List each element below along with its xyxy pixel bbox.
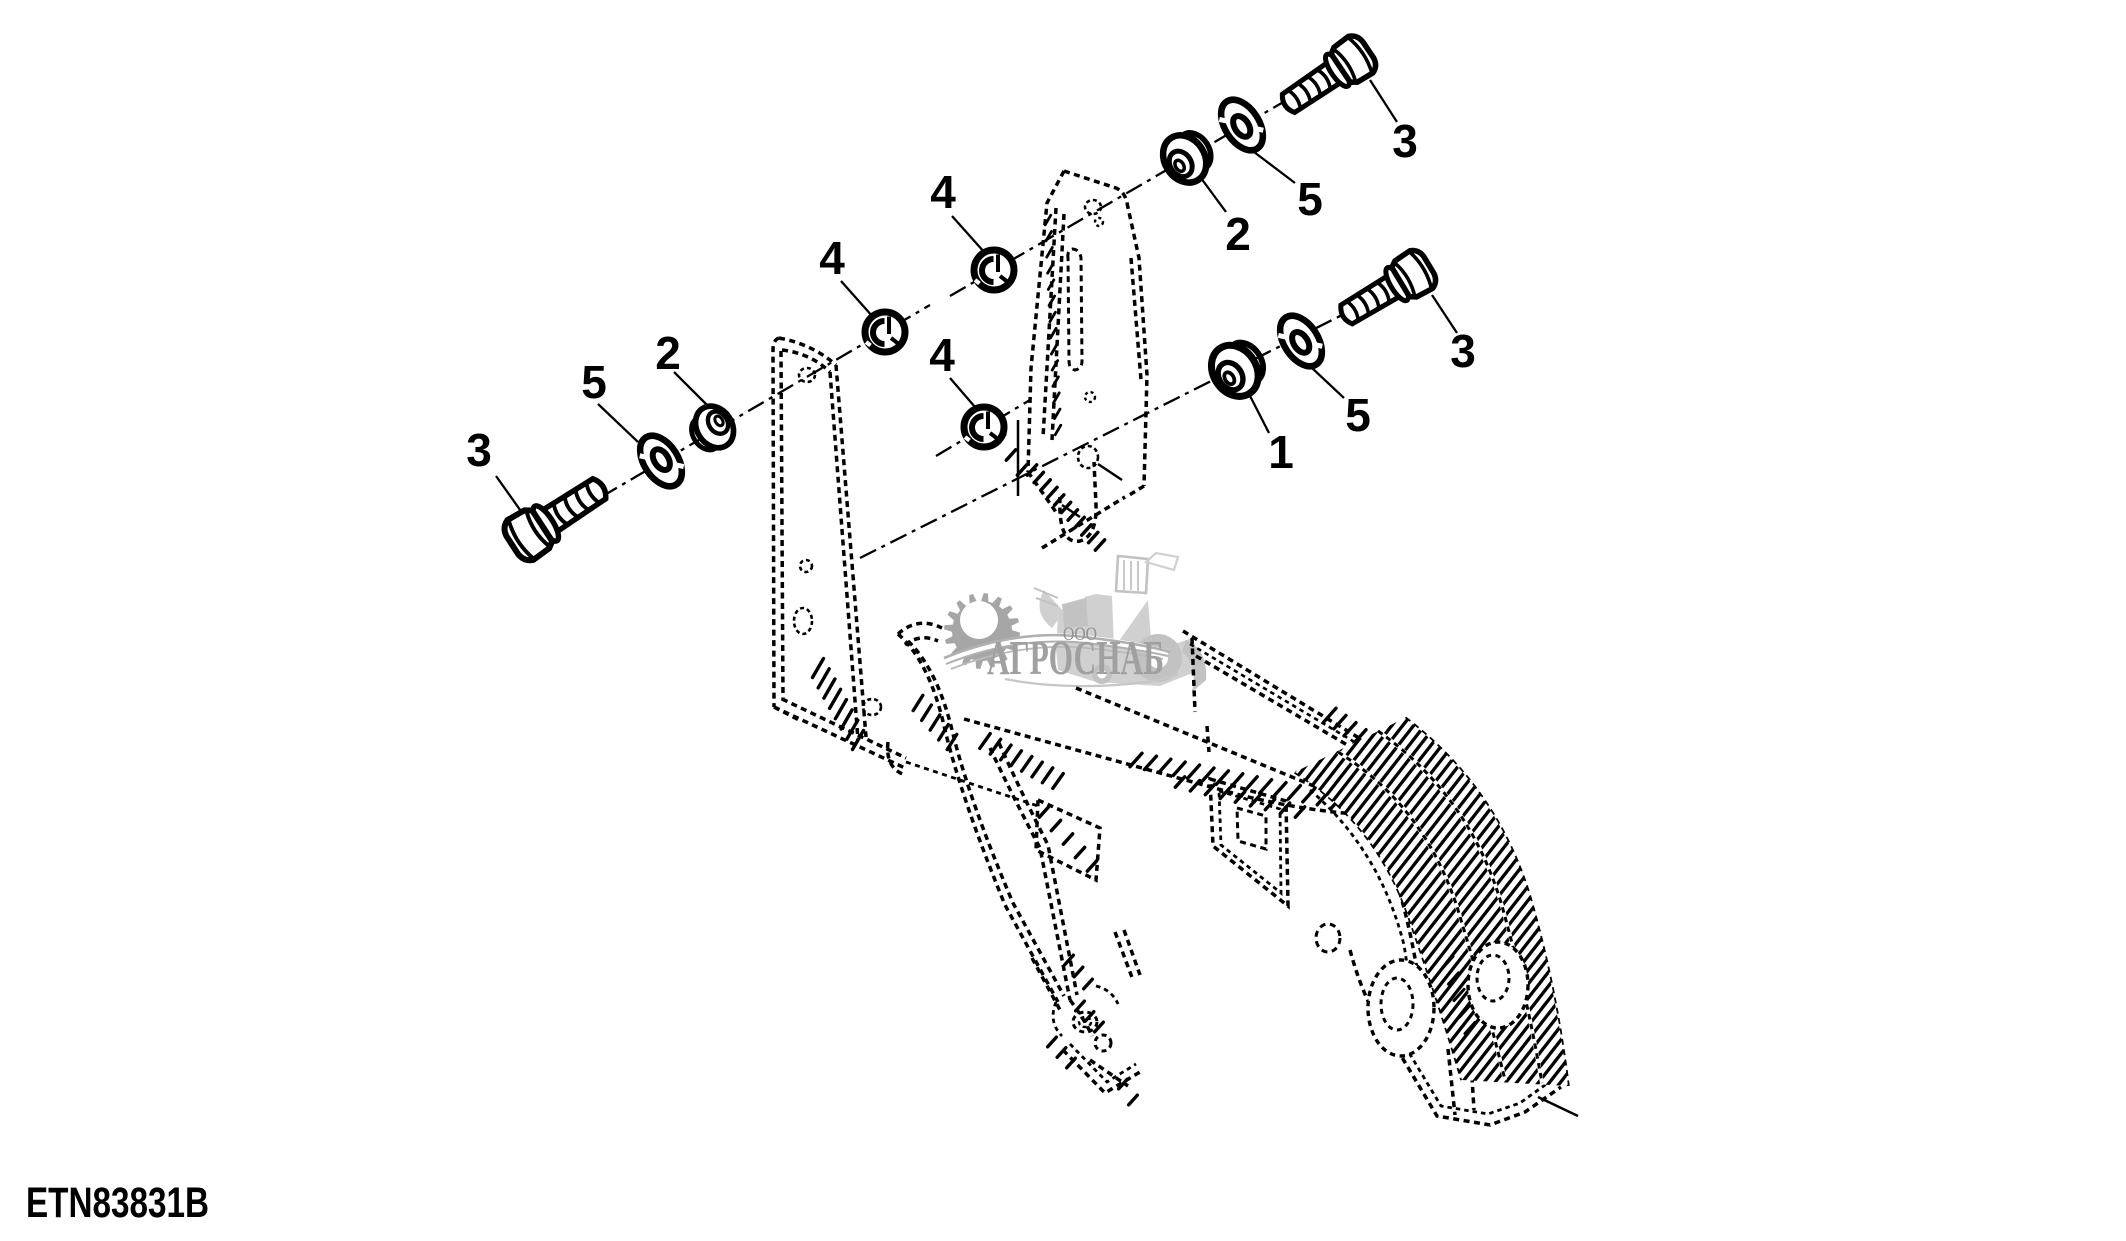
- svg-text:3: 3: [1392, 115, 1418, 167]
- svg-text:3: 3: [1450, 325, 1476, 377]
- svg-text:5: 5: [1345, 389, 1371, 441]
- svg-text:ООО: ООО: [1063, 624, 1097, 645]
- svg-text:4: 4: [929, 329, 955, 381]
- svg-text:4: 4: [930, 166, 956, 218]
- svg-text:ETN83831B: ETN83831B: [26, 1179, 209, 1227]
- svg-text:5: 5: [581, 356, 607, 408]
- svg-text:2: 2: [655, 327, 681, 379]
- svg-text:3: 3: [466, 424, 492, 476]
- svg-text:1: 1: [1268, 426, 1294, 478]
- svg-text:5: 5: [1297, 173, 1323, 225]
- svg-text:2: 2: [1225, 208, 1251, 260]
- svg-text:АГРОСНАБ: АГРОСНАБ: [987, 630, 1164, 685]
- svg-text:4: 4: [819, 232, 845, 284]
